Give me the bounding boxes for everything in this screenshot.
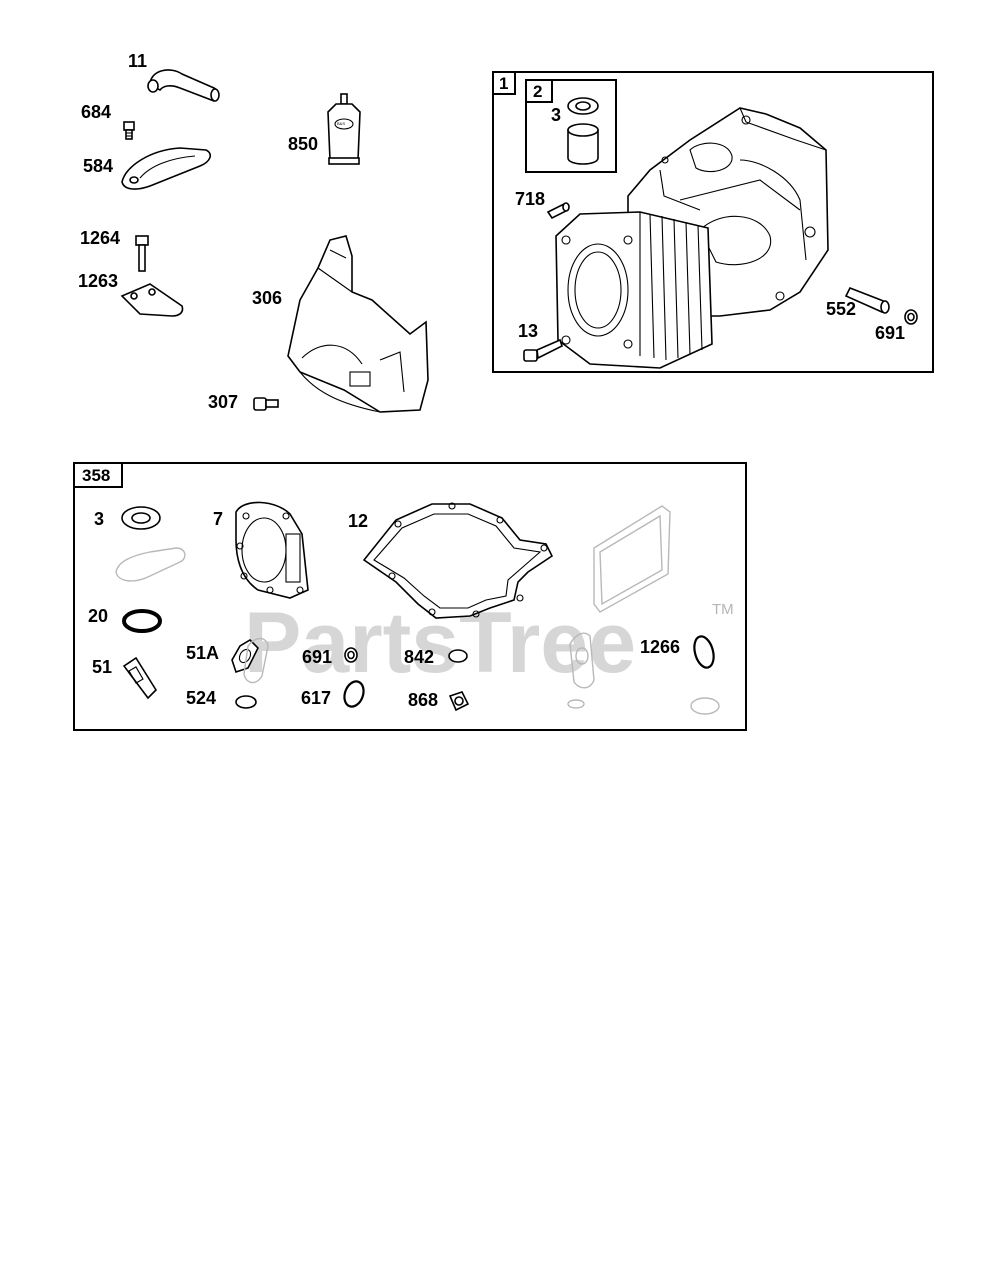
- gasket-ghost-icon: [243, 637, 269, 684]
- callout-842: 842: [404, 647, 434, 667]
- seal-ring-icon[interactable]: [122, 609, 162, 633]
- dowel-pin-icon[interactable]: [546, 202, 570, 220]
- callout-868: 868: [408, 690, 438, 710]
- head-bolt-icon[interactable]: [523, 338, 563, 362]
- callout-718: 718: [515, 189, 545, 209]
- o-ring-ghost-icon: [690, 697, 720, 715]
- o-ring-icon[interactable]: [341, 679, 367, 710]
- bearing-kit-box: 2: [525, 79, 617, 173]
- exhaust-gasket-icon[interactable]: [122, 656, 158, 700]
- callout-13: 13: [518, 321, 538, 341]
- callout-1266: 1266: [640, 637, 680, 657]
- gasket-set-box: 358: [73, 462, 747, 731]
- callout-51A: 51A: [186, 643, 219, 663]
- breather-tube-icon[interactable]: [147, 69, 220, 102]
- screw-icon[interactable]: [253, 397, 279, 411]
- gasket-ghost-icon: [115, 547, 186, 582]
- o-ring-ghost-icon: [567, 699, 585, 709]
- air-guide-icon[interactable]: [287, 235, 429, 413]
- callout-617: 617: [301, 688, 331, 708]
- callout-20: 20: [88, 606, 108, 626]
- pin-icon[interactable]: [844, 286, 890, 314]
- bushing-icon[interactable]: [567, 123, 599, 165]
- box-label-358: 358: [82, 466, 110, 485]
- seal-icon[interactable]: [344, 647, 358, 663]
- o-ring-icon[interactable]: [448, 649, 468, 663]
- callout-1264: 1264: [80, 228, 120, 248]
- intake-gasket-icon[interactable]: [231, 638, 259, 674]
- plate-icon[interactable]: [120, 283, 184, 317]
- o-ring-icon[interactable]: [235, 695, 257, 709]
- callout-3-kit2: 3: [551, 105, 561, 125]
- breather-cover-icon[interactable]: [121, 147, 212, 190]
- box-label-1: 1: [499, 74, 508, 93]
- callout-51: 51: [92, 657, 112, 677]
- sealant-label: B&S: [337, 121, 345, 126]
- callout-307: 307: [208, 392, 238, 412]
- cylinder-assembly-box: 1: [492, 71, 934, 373]
- oil-seal-icon[interactable]: [567, 97, 599, 115]
- cylinder-icon[interactable]: [555, 211, 713, 369]
- callout-7: 7: [213, 509, 223, 529]
- callout-552: 552: [826, 299, 856, 319]
- callout-11: 11: [128, 51, 147, 71]
- callout-1263: 1263: [78, 271, 118, 291]
- screw-icon[interactable]: [123, 121, 135, 140]
- callout-691-kit: 691: [302, 647, 332, 667]
- o-ring-icon[interactable]: [691, 634, 717, 670]
- watermark-tm: TM: [712, 601, 734, 618]
- box-label-2: 2: [533, 82, 542, 101]
- callout-691-top: 691: [875, 323, 905, 343]
- callout-524: 524: [186, 688, 216, 708]
- sealant-tube-icon[interactable]: B&S: [327, 93, 361, 165]
- oil-seal-icon[interactable]: [121, 506, 161, 530]
- gasket-ghost-icon: [569, 632, 595, 689]
- callout-584: 584: [83, 156, 113, 176]
- callout-850: 850: [288, 134, 318, 154]
- callout-12: 12: [348, 511, 368, 531]
- head-gasket-icon[interactable]: [235, 501, 309, 599]
- callout-3-kit358: 3: [94, 509, 104, 529]
- gasket-ghost-icon: [593, 505, 671, 613]
- grommet-icon[interactable]: [448, 691, 470, 712]
- callout-306: 306: [252, 288, 282, 308]
- bolt-icon[interactable]: [135, 235, 149, 272]
- sump-gasket-icon[interactable]: [362, 502, 554, 619]
- callout-684: 684: [81, 102, 111, 122]
- seal-icon[interactable]: [904, 309, 918, 325]
